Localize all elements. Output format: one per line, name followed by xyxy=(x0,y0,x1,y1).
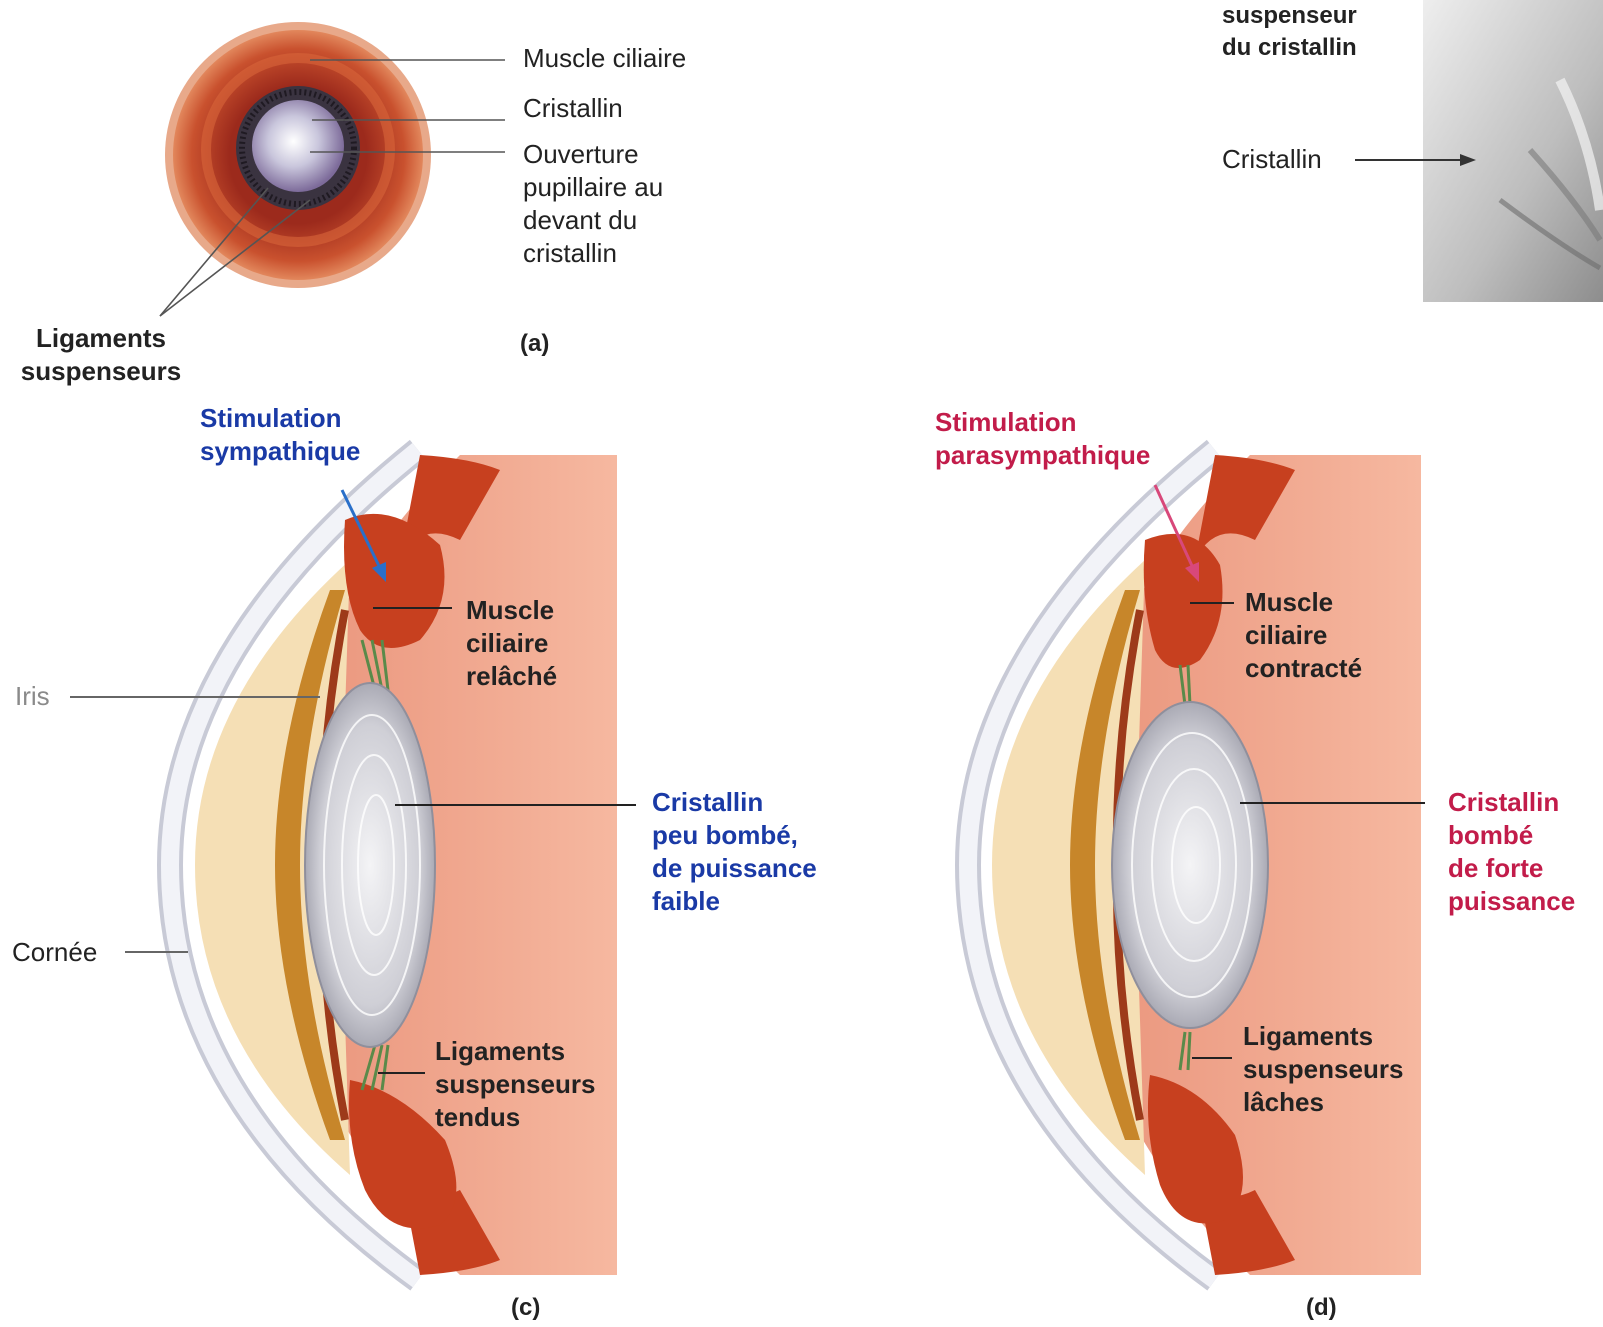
label-d-stimulation: Stimulation parasympathique xyxy=(935,406,1150,472)
panel-b-micrograph xyxy=(1355,0,1603,302)
label-c-iris: Iris xyxy=(15,680,50,713)
lens-front xyxy=(252,100,344,192)
panel-d-tag: (d) xyxy=(1306,1294,1337,1322)
label-c-lens: Cristallin peu bombé, de puissance faibl… xyxy=(652,786,817,918)
panel-c-eye-section xyxy=(70,450,636,1280)
label-d-lens: Cristallin bombé de forte puissance xyxy=(1448,786,1575,918)
label-d-ligaments: Ligaments suspenseurs lâches xyxy=(1243,1020,1403,1119)
label-d-muscle: Muscle ciliaire contracté xyxy=(1245,586,1362,685)
panel-a-eye-front-view xyxy=(160,22,505,316)
panel-c-tag: (c) xyxy=(511,1294,540,1322)
panel-d-eye-section xyxy=(968,450,1425,1280)
lens-thick xyxy=(1112,702,1268,1028)
label-a-ligaments: Ligaments suspenseurs xyxy=(8,322,194,388)
label-c-stimulation: Stimulation sympathique xyxy=(200,402,360,468)
label-c-ligaments: Ligaments suspenseurs tendus xyxy=(435,1035,595,1134)
label-c-cornea: Cornée xyxy=(12,936,97,969)
label-c-muscle: Muscle ciliaire relâché xyxy=(466,594,557,693)
label-b-ligament: suspenseur du cristallin xyxy=(1222,0,1357,64)
micrograph-image xyxy=(1423,0,1603,302)
label-a-lens: Cristallin xyxy=(523,92,623,125)
label-b-lens: Cristallin xyxy=(1222,143,1322,176)
label-a-muscle: Muscle ciliaire xyxy=(523,42,686,75)
panel-a-tag: (a) xyxy=(520,330,549,358)
label-a-pupil: Ouverture pupillaire au devant du crista… xyxy=(523,138,663,270)
